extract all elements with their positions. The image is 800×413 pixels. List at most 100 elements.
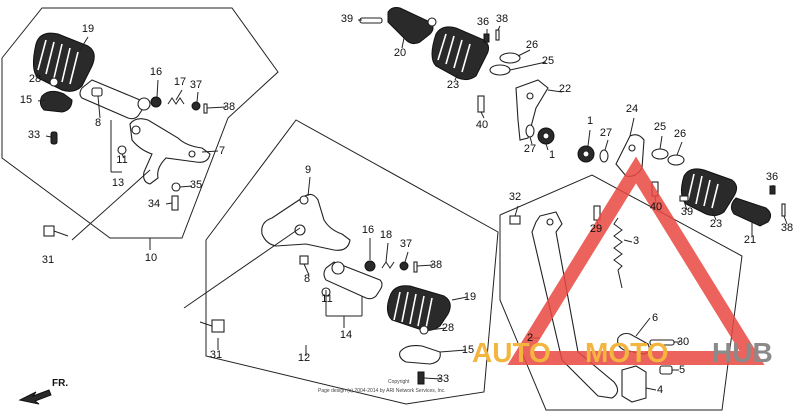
- front-direction-arrow: FR.: [18, 378, 68, 405]
- group-10-outline: [1, 7, 279, 239]
- bolt-40-upper: [477, 95, 485, 113]
- washer-26-right: [667, 154, 685, 166]
- arrow-icon: [18, 389, 52, 405]
- callout-c37a: 37: [190, 79, 202, 91]
- bolt-31-upper: [43, 225, 69, 237]
- callout-c21: 21: [744, 234, 756, 246]
- kickstand-2: [531, 211, 619, 399]
- washer-28-lower: [419, 325, 429, 335]
- callout-c16a: 16: [150, 66, 162, 78]
- copyright-line-1: Copyright: [388, 379, 410, 385]
- group-12-outline: [205, 119, 499, 405]
- callout-c22: 22: [559, 83, 571, 95]
- callout-c36b: 36: [766, 171, 778, 183]
- leader-lines-group-10: [37, 36, 227, 250]
- callout-c40b: 40: [650, 201, 662, 213]
- callout-c12: 12: [298, 352, 310, 364]
- washer-25-right: [651, 148, 669, 160]
- callout-c38d: 38: [781, 222, 793, 234]
- copyright-line-2: Page design (c) 2004-2014 by ARI Network…: [318, 388, 446, 394]
- pin-36-upper: [483, 33, 490, 43]
- callout-c15b: 15: [462, 344, 474, 356]
- screw-39-upper: [359, 17, 383, 24]
- cotter-pin-38-upper: [203, 103, 208, 114]
- callout-c1a: 1: [549, 149, 555, 161]
- footpeg-rubber-19-upper: [32, 32, 95, 92]
- callout-c2: 2: [527, 332, 533, 344]
- callout-c36a: 36: [477, 16, 489, 28]
- callout-c34a: 34: [148, 198, 160, 210]
- pin-8-upper: [91, 87, 103, 97]
- callout-c38b: 38: [496, 13, 508, 25]
- cover-21: [730, 197, 772, 227]
- pin-38-upper: [495, 29, 500, 41]
- callout-c32: 32: [509, 191, 521, 203]
- collar-16-lower: [364, 260, 376, 272]
- rod-20: [387, 7, 437, 45]
- leader-lines-top-middle: [358, 19, 563, 151]
- nut-32: [509, 215, 521, 225]
- callout-c18: 18: [380, 229, 392, 241]
- callout-c25a: 25: [542, 55, 554, 67]
- spring-3: [613, 217, 623, 289]
- callout-c11b: 11: [321, 293, 332, 305]
- washer-25-upper: [489, 64, 511, 76]
- callout-c38c: 38: [430, 259, 442, 271]
- callout-c9: 9: [305, 164, 311, 176]
- callout-c14: 14: [340, 329, 352, 341]
- pin-38-right: [781, 203, 786, 217]
- washer-37-upper: [191, 101, 201, 111]
- callout-c4: 4: [657, 384, 663, 396]
- roller-1-upper: [537, 127, 555, 145]
- callout-c38a: 38: [223, 101, 235, 113]
- callout-c27b: 27: [600, 127, 612, 139]
- footpeg-bracket-9: [261, 193, 351, 251]
- callout-c26b: 26: [674, 128, 686, 140]
- callout-c28a: 28: [29, 73, 41, 85]
- callout-c39b: 39: [681, 206, 693, 218]
- callout-c25b: 25: [654, 121, 666, 133]
- bolt-31-lower: [199, 319, 225, 333]
- callout-c29: 29: [590, 223, 602, 235]
- callout-c6: 6: [652, 312, 658, 324]
- spring-17-upper: [167, 97, 185, 105]
- callout-c27a: 27: [524, 143, 536, 155]
- cover-15-upper: [39, 90, 73, 113]
- plate-4: [621, 365, 647, 403]
- callout-c37b: 37: [400, 238, 412, 250]
- callout-c35a: 35: [190, 179, 202, 191]
- callout-c15a: 15: [20, 94, 32, 106]
- callout-c17a: 17: [174, 76, 186, 88]
- pin-8-lower: [299, 255, 309, 265]
- washer-37-lower: [399, 261, 409, 271]
- footpeg-rubber-23-right: [680, 168, 738, 217]
- footpeg-bar-lower: [323, 261, 383, 300]
- callout-c5: 5: [679, 364, 685, 376]
- leader-lines-group-12: [183, 176, 468, 380]
- callout-c8b: 8: [304, 273, 310, 285]
- watermark-word-1: AUTO: [472, 337, 551, 368]
- screw-33-lower: [417, 371, 425, 385]
- group-2-outline: [499, 174, 743, 411]
- cover-15-lower: [399, 345, 441, 365]
- callout-c40a: 40: [476, 119, 488, 131]
- footpeg-bracket-7: [129, 118, 211, 185]
- watermark-logo: AUTO MOTO HUB: [472, 156, 773, 368]
- pin-38-lower: [413, 261, 418, 273]
- callout-c33b: 33: [437, 373, 449, 385]
- callout-c11a: 11: [116, 154, 127, 166]
- screw-39-right: [679, 195, 689, 202]
- callout-c24: 24: [626, 103, 638, 115]
- callout-c3: 3: [633, 235, 639, 247]
- pin-36-right: [769, 185, 776, 195]
- spring-18: [381, 261, 395, 269]
- callout-c23b: 23: [710, 218, 722, 230]
- bracket-6: [617, 332, 650, 355]
- callout-c13a: 13: [112, 177, 124, 189]
- callout-c23a: 23: [447, 79, 459, 91]
- callout-c16b: 16: [362, 224, 374, 236]
- screw-33-upper: [50, 131, 58, 145]
- collar-16-upper: [150, 96, 162, 108]
- callout-c10: 10: [145, 252, 157, 264]
